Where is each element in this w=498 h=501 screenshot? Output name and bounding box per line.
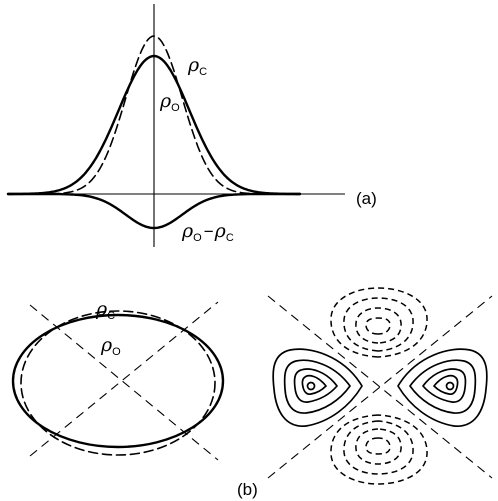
rho-o-label-b: ρO (100, 334, 121, 358)
panel-a: ρC ρO ρO−ρC (a) (6, 4, 377, 247)
rho-c-dashed-ellipse (20, 310, 216, 456)
diagonal-line-1 (29, 304, 219, 461)
diagonal-line-2 (29, 301, 219, 457)
rho-c-label: ρC (187, 54, 207, 78)
rho-c-label-b: ρC (95, 298, 115, 322)
rho-o-label: ρO (159, 90, 180, 114)
panel-b-label: (b) (237, 480, 258, 499)
panel-b-right (267, 287, 493, 485)
bottom-negative-lobe (330, 414, 428, 485)
difference-curve (6, 192, 302, 230)
panel-a-label: (a) (356, 189, 377, 208)
rho-o-solid-ellipse (11, 313, 225, 449)
rho-o-solid-curve (6, 54, 302, 196)
left-positive-lobe (272, 348, 363, 427)
right-lobe-center (445, 381, 455, 391)
nodal-line-1 (267, 295, 493, 479)
panel-b-left: ρC ρO (11, 298, 225, 461)
difference-label: ρO−ρC (181, 220, 234, 244)
left-lobe-center (306, 381, 316, 391)
right-positive-lobe (397, 348, 488, 427)
top-negative-lobe (330, 287, 428, 358)
nodal-line-2 (267, 295, 493, 479)
